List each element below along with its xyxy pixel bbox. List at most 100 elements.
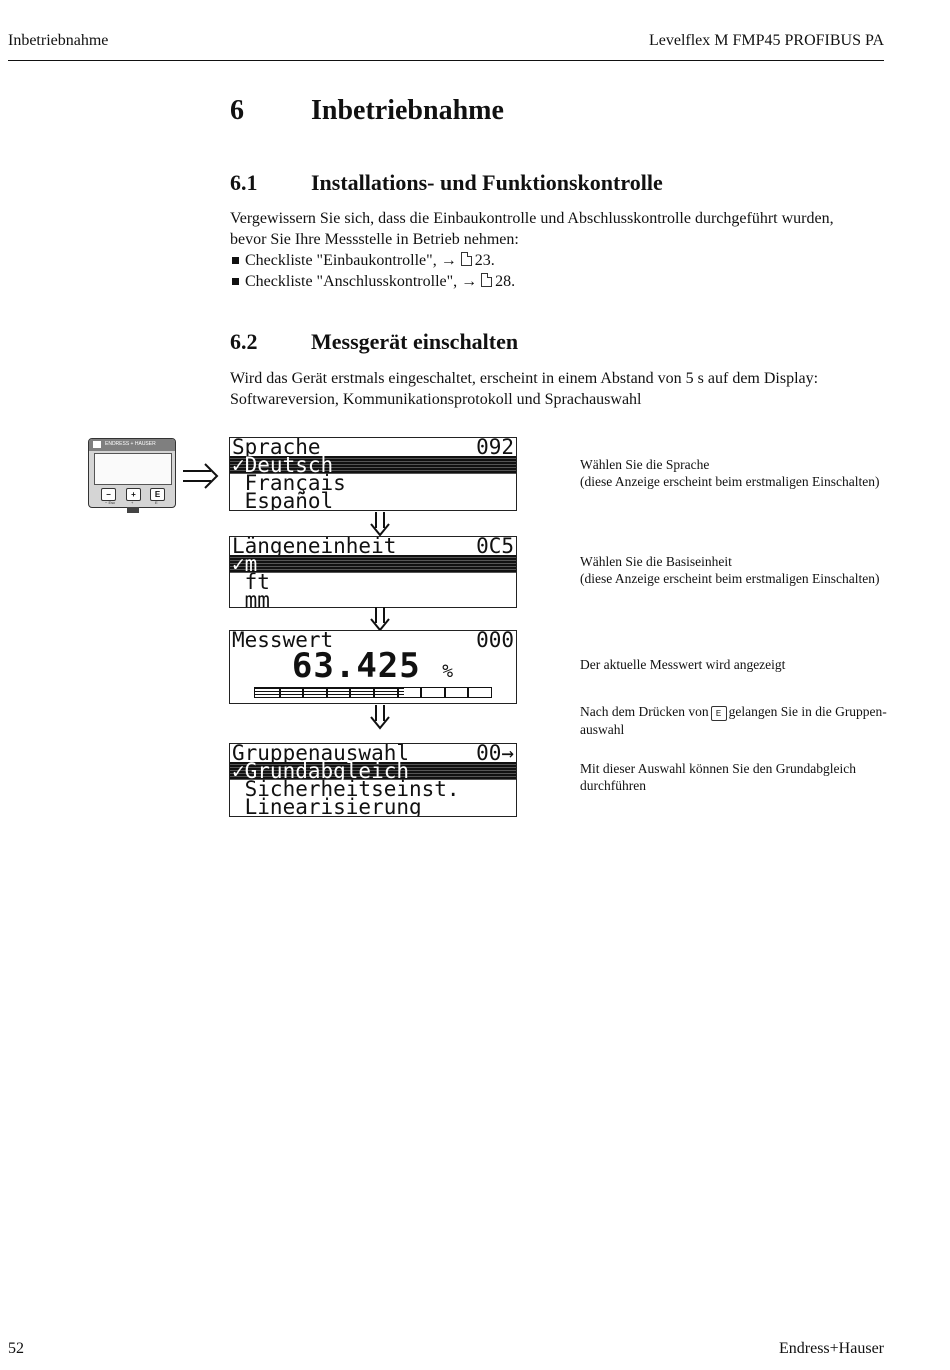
lcd-measured-value: 63.425 % — [230, 649, 516, 683]
device-display-module: ENDRESS + HAUSER − + E − Esc + E — [88, 438, 176, 513]
bargraph-segment — [349, 688, 352, 697]
lcd-title: Längeneinheit — [232, 536, 397, 558]
section-number: 6.1 — [230, 170, 258, 195]
bullet-text: Checkliste "Einbaukontrolle", → — [245, 252, 457, 269]
lcd-option[interactable]: Español — [232, 489, 334, 511]
section-number: 6.2 — [230, 329, 258, 354]
page-number: 52 — [8, 1340, 24, 1357]
lcd-title: Messwert — [232, 630, 334, 652]
section-6-2-intro: Wird das Gerät erstmals eingeschaltet, e… — [230, 368, 880, 410]
chapter-number: 6 — [230, 95, 244, 126]
device-top-band — [89, 439, 175, 451]
device-connector — [127, 507, 139, 513]
lcd-title: Gruppenauswahl — [232, 743, 410, 765]
section-title: Installations- und Funktionskontrolle — [311, 170, 663, 195]
footer-company: Endress+Hauser — [779, 1340, 884, 1357]
minus-key[interactable]: − — [101, 488, 116, 501]
lcd-option-selected[interactable]: ✓m — [230, 554, 516, 575]
eh-logo-icon — [93, 441, 101, 448]
plus-key[interactable]: + — [126, 488, 141, 501]
bullet-square-icon — [232, 256, 239, 264]
header-rule — [8, 60, 884, 61]
bargraph-segment — [467, 688, 470, 697]
intro-line: Vergewissern Sie sich, dass die Einbauko… — [230, 210, 834, 227]
checklist-bullet: Checkliste "Einbaukontrolle", → 23. — [230, 250, 495, 271]
lcd-option-selected[interactable]: ✓Deutsch — [230, 455, 516, 476]
lcd-title-row: Gruppenauswahl 00→ — [230, 743, 516, 765]
minus-key-label: − Esc — [105, 500, 116, 505]
bargraph-segment — [443, 688, 446, 697]
measured-unit: % — [442, 661, 455, 682]
device-brand: ENDRESS + HAUSER — [105, 441, 156, 447]
lcd-title-row: Sprache 092 — [230, 437, 516, 459]
bullet-square-icon — [232, 277, 239, 285]
lcd-title-row: Längeneinheit 0C5 — [230, 536, 516, 558]
plus-key-label: + — [131, 500, 134, 505]
description-line: auswahl — [580, 722, 625, 737]
intro-line: Softwareversion, Kommunikationsprotokoll… — [230, 391, 642, 408]
double-down-arrow-icon — [370, 607, 390, 632]
double-down-arrow-icon — [370, 512, 390, 537]
lcd-option[interactable]: ft — [232, 570, 270, 594]
page-ref[interactable]: 28. — [495, 273, 516, 290]
lcd-title: Sprache — [232, 437, 321, 459]
lcd-option[interactable]: Français — [232, 471, 346, 495]
device-screen — [94, 453, 172, 485]
intro-line: bevor Sie Ihre Messstelle in Betrieb neh… — [230, 231, 519, 248]
lcd-title-row: Messwert 000 — [230, 630, 516, 652]
lcd-code: 0C5 — [476, 536, 514, 558]
intro-line: Wird das Gerät erstmals eingeschaltet, e… — [230, 370, 819, 387]
double-down-arrow-icon — [370, 705, 390, 730]
description-line: Wählen Sie die Sprache — [580, 457, 710, 472]
lcd-option-selected[interactable]: ✓Grundabgleich — [230, 761, 516, 782]
section-title: Messgerät einschalten — [311, 329, 519, 354]
description-text: Nach dem Drücken von — [580, 704, 709, 719]
description-line: Der aktuelle Messwert wird angezeigt — [580, 657, 786, 672]
page-ref-icon — [460, 252, 472, 266]
enter-key[interactable]: E — [150, 488, 165, 501]
description-measured-value: Der aktuelle Messwert wird angezeigt — [580, 656, 890, 673]
header-section-title: Inbetriebnahme — [8, 32, 109, 49]
description-line: Wählen Sie die Basiseinheit — [580, 554, 732, 569]
lcd-option[interactable]: Sicherheitseinst. — [232, 777, 460, 801]
enter-key-icon: E — [710, 706, 727, 721]
description-language: Wählen Sie die Sprache (diese Anzeige er… — [580, 456, 890, 490]
header-product-title: Levelflex M FMP45 PROFIBUS PA — [648, 32, 884, 49]
chapter-heading: 6 Inbetriebnahme — [230, 95, 504, 127]
lcd-screen-group-selection: Gruppenauswahl 00→ ✓Grundabgleich Sicherh… — [229, 743, 517, 817]
section-6-1-intro: Vergewissern Sie sich, dass die Einbauko… — [230, 208, 880, 250]
description-line: durchführen — [580, 778, 646, 793]
bargraph-segment — [325, 688, 328, 697]
section-heading-6-2: 6.2 Messgerät einschalten — [230, 329, 518, 355]
page-ref[interactable]: 23. — [474, 252, 495, 269]
page-ref-icon — [481, 273, 493, 287]
bargraph-segment — [302, 688, 305, 697]
bargraph-segment — [420, 688, 423, 697]
description-line: (diese Anzeige erscheint beim erstmalige… — [580, 474, 880, 489]
lcd-code: 092 — [476, 437, 514, 459]
description-line: Mit dieser Auswahl können Sie den Grunda… — [580, 761, 856, 776]
bargraph-segment — [373, 688, 375, 697]
measured-value: 63.425 — [291, 646, 421, 686]
description-basic-setup: Mit dieser Auswahl können Sie den Grunda… — [580, 760, 890, 794]
lcd-screen-language: Sprache 092 ✓Deutsch Français Español — [229, 437, 517, 511]
description-base-unit: Wählen Sie die Basiseinheit (diese Anzei… — [580, 553, 890, 587]
chapter-title: Inbetriebnahme — [311, 95, 504, 126]
checklist-bullet: Checkliste "Anschlusskontrolle", → 28. — [230, 271, 515, 292]
lcd-code: 00→ — [476, 743, 514, 765]
lcd-bargraph — [254, 687, 492, 698]
description-text: gelangen Sie in die Gruppen- — [728, 704, 887, 719]
section-heading-6-1: 6.1 Installations- und Funktionskontrolle — [230, 170, 663, 196]
lcd-screen-measured-value: Messwert 000 63.425 % — [229, 630, 517, 704]
lcd-option[interactable]: mm — [232, 588, 270, 608]
description-line: (diese Anzeige erscheint beim erstmalige… — [580, 571, 880, 586]
bullet-text: Checkliste "Anschlusskontrolle", → — [245, 273, 478, 290]
lcd-code: 000 — [476, 630, 514, 652]
bargraph-segment — [278, 688, 281, 697]
bargraph-segment — [396, 688, 399, 697]
double-right-arrow-icon — [183, 463, 219, 489]
bargraph-fill — [255, 688, 404, 697]
lcd-option[interactable]: Linearisierung — [232, 795, 422, 817]
enter-key-label: E — [155, 500, 158, 505]
